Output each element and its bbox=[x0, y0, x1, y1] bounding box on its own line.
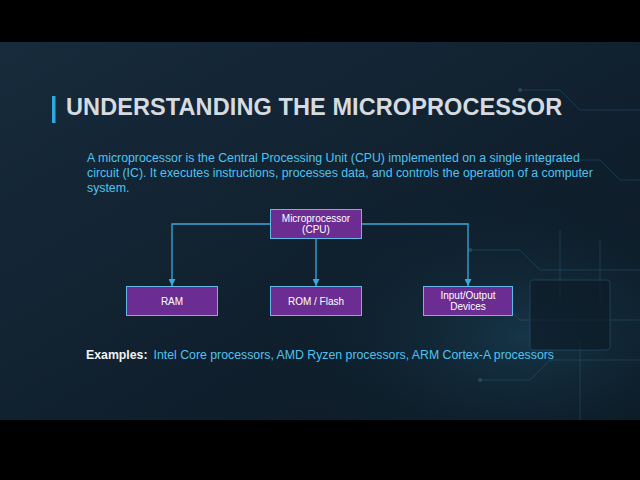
box-label: Input/Output Devices bbox=[428, 290, 508, 312]
node-label: Input/Output Devices bbox=[428, 290, 508, 312]
circuit-pads bbox=[448, 88, 542, 382]
examples-row: Examples: Intel Core processors, AMD Ryze… bbox=[86, 348, 554, 362]
cpu-box: Microprocessor (CPU) bbox=[270, 209, 362, 239]
node-label: ROM / Flash bbox=[288, 296, 344, 307]
connector-arrow bbox=[315, 239, 316, 286]
chip-illustration bbox=[530, 280, 610, 350]
circuit-traces bbox=[450, 90, 640, 420]
slide-panel bbox=[0, 42, 640, 420]
connector-arrow bbox=[172, 224, 270, 286]
box-label: Microprocessor (CPU) bbox=[275, 213, 357, 235]
connector-arrow bbox=[362, 224, 468, 286]
description-text: A microprocessor is the Central Processi… bbox=[87, 151, 599, 196]
box-label: ROM / Flash bbox=[288, 296, 344, 307]
memory-box: RAM bbox=[126, 286, 218, 316]
slide-glow bbox=[0, 42, 640, 420]
node-label: Microprocessor (CPU) bbox=[275, 213, 357, 235]
memory-box: ROM / Flash bbox=[270, 286, 362, 316]
examples-text: Intel Core processors, AMD Ryzen process… bbox=[154, 348, 554, 362]
title-accent-bar bbox=[52, 96, 56, 123]
io-box: Input/Output Devices bbox=[423, 286, 513, 316]
slide-title: UNDERSTANDING THE MICROPROCESSOR bbox=[66, 94, 562, 121]
node-label: RAM bbox=[161, 296, 183, 307]
examples-heading: Examples: bbox=[86, 348, 148, 362]
box-label: RAM bbox=[161, 296, 183, 307]
letterbox bbox=[0, 420, 640, 480]
